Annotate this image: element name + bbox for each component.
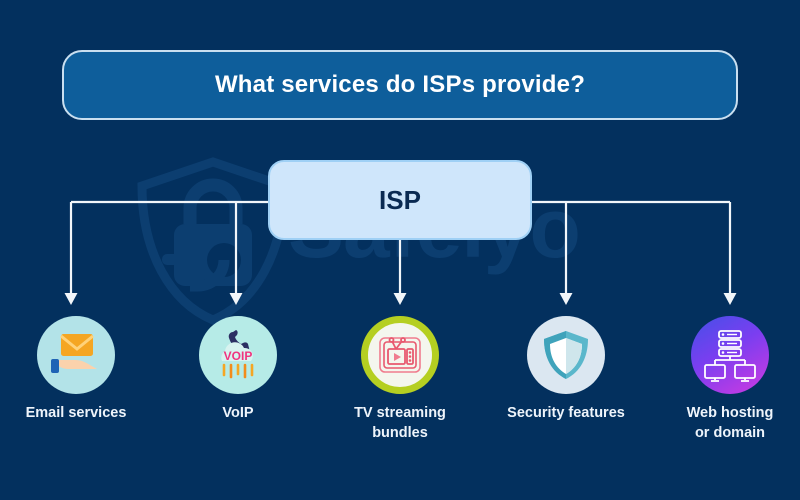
security-icon-circle (527, 316, 605, 394)
voip-icon-circle: VOIP (199, 316, 277, 394)
tv-play-icon (379, 337, 421, 373)
central-node-isp: ISP (268, 160, 532, 240)
page-title-banner: What services do ISPs provide? (62, 50, 738, 120)
page-title: What services do ISPs provide? (214, 71, 586, 98)
branch-label-tv-streaming: TV streaming bundles (354, 405, 446, 441)
web-hosting-icon-circle (691, 316, 769, 394)
shield-icon (544, 331, 588, 379)
branch-web-hosting: Web hosting or domain (654, 316, 800, 443)
email-icon-circle (37, 316, 115, 394)
tv-icon-circle (361, 316, 439, 394)
branch-security-features: Security features (490, 316, 642, 424)
branch-label-email-services: Email services (25, 405, 127, 421)
branch-tv-streaming: TV streaming bundles (324, 316, 476, 443)
voip-cloud-phone-icon: VOIP (221, 330, 254, 379)
voip-icon-text: VOIP (224, 349, 253, 363)
branch-label-security-features: Security features (507, 405, 625, 421)
envelope-in-hand-icon (51, 334, 97, 373)
branch-label-voip: VoIP (222, 405, 254, 421)
branch-email-services: Email services (0, 316, 152, 424)
server-monitors-icon (704, 330, 756, 382)
branch-label-web-hosting: Web hosting or domain (686, 405, 774, 441)
central-node-label: ISP (379, 184, 421, 215)
branch-voip: VOIP VoIP (162, 316, 314, 424)
